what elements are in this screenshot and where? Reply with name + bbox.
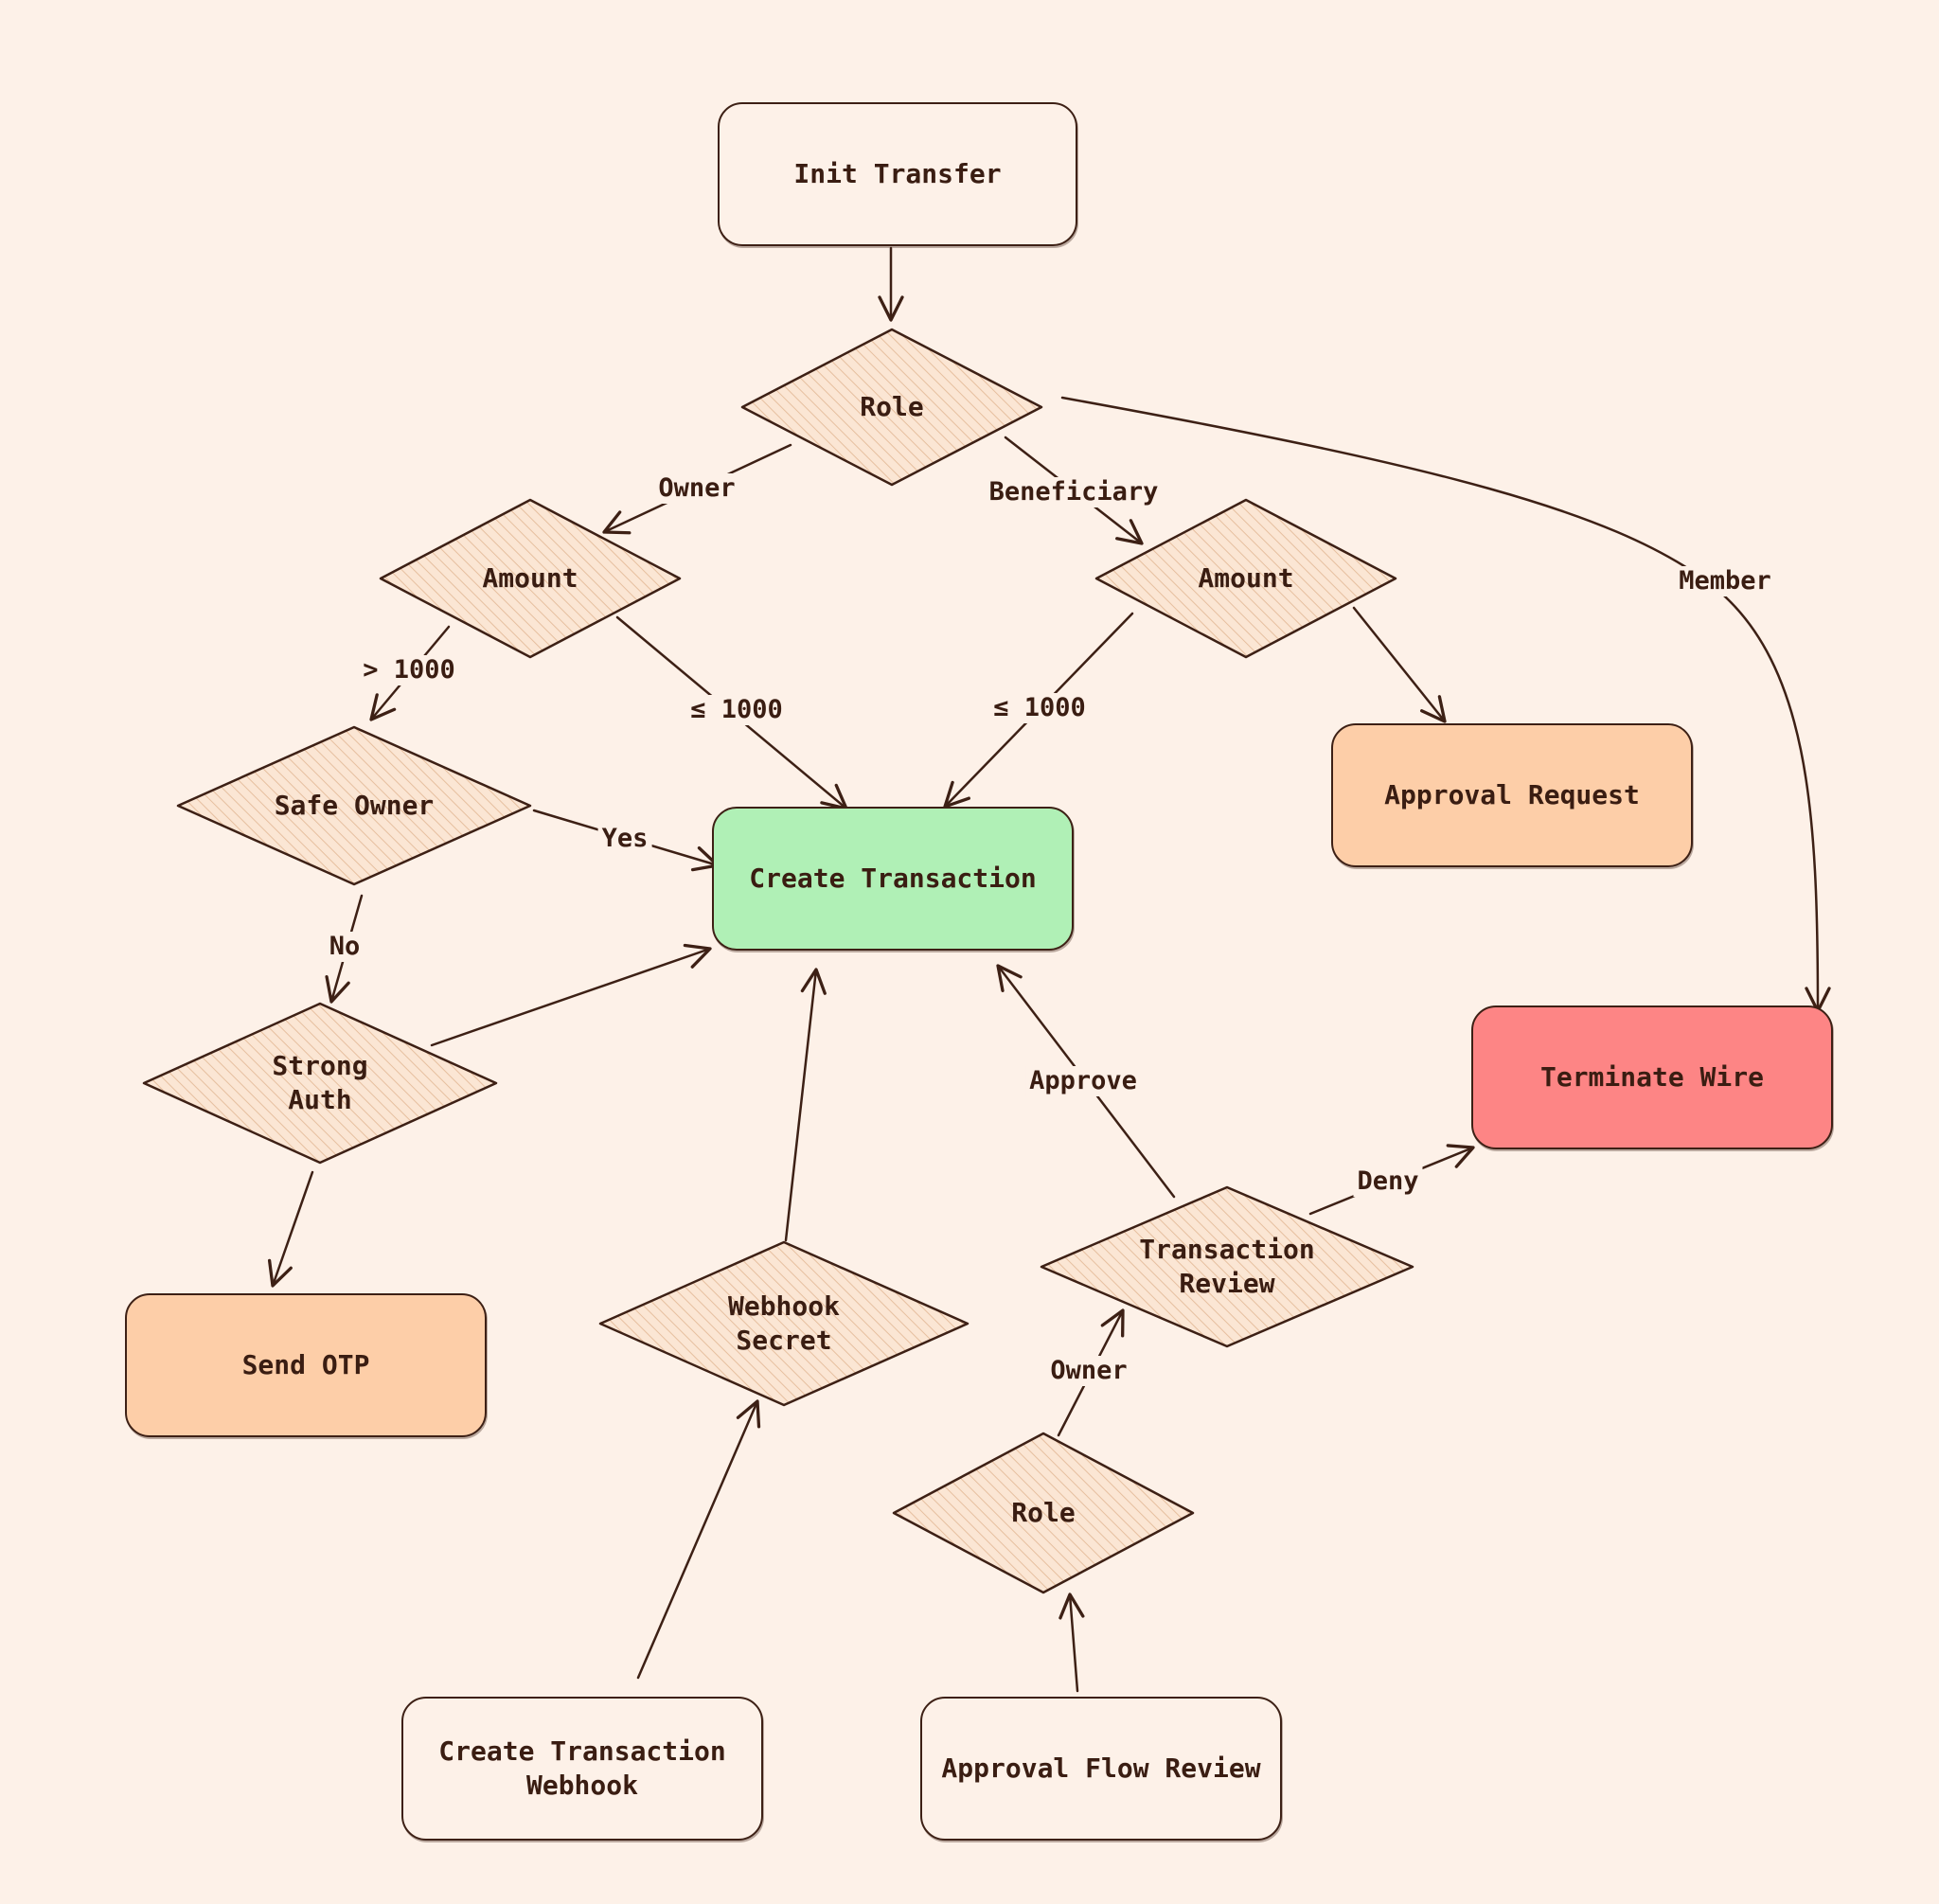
webhook-secret-diamond-shape[interactable] xyxy=(598,1240,970,1407)
role-bottom-diamond-shape[interactable] xyxy=(892,1432,1195,1594)
edge-label-gt-1000: > 1000 xyxy=(359,655,459,685)
create-transaction-webhook-node[interactable]: Create Transaction Webhook xyxy=(401,1697,763,1841)
terminate-wire-node[interactable]: Terminate Wire xyxy=(1471,1005,1833,1149)
init-transfer-node[interactable]: Init Transfer xyxy=(718,102,1077,246)
edge-label-le-1000-left: ≤ 1000 xyxy=(686,695,787,725)
edge-label-member: Member xyxy=(1675,566,1775,596)
edge-label-owner-bottom: Owner xyxy=(1046,1356,1131,1386)
edge-label-no: No xyxy=(325,932,365,962)
edge-label-owner-top: Owner xyxy=(654,473,739,504)
edge-approval-flow-to-role-bottom xyxy=(1058,1593,1085,1693)
edge-strong-auth-to-send-otp xyxy=(267,1170,314,1288)
edge-label-approve: Approve xyxy=(1025,1066,1141,1096)
edge-label-deny: Deny xyxy=(1353,1166,1423,1197)
edge-webhook-secret-to-create xyxy=(784,968,827,1242)
approval-flow-review-node[interactable]: Approval Flow Review xyxy=(920,1697,1282,1841)
transaction-review-diamond-shape[interactable] xyxy=(1040,1185,1414,1348)
edge-label-beneficiary: Beneficiary xyxy=(985,477,1163,507)
amount-left-diamond-shape[interactable] xyxy=(379,498,682,659)
edge-amount-right-to-approval xyxy=(1352,606,1447,723)
edge-role-to-terminate xyxy=(1060,396,1831,1013)
send-otp-node[interactable]: Send OTP xyxy=(125,1293,487,1437)
edge-strong-auth-to-create xyxy=(430,943,712,1047)
safe-owner-diamond-shape[interactable] xyxy=(176,725,532,886)
approval-request-node[interactable]: Approval Request xyxy=(1331,723,1693,867)
edge-label-yes: Yes xyxy=(597,824,652,854)
strong-auth-diamond-shape[interactable] xyxy=(142,1002,498,1165)
create-transaction-node[interactable]: Create Transaction xyxy=(712,807,1074,951)
role-top-diamond-shape[interactable] xyxy=(740,328,1043,487)
edge-webhook-to-webhook-secret xyxy=(636,1399,761,1680)
amount-right-diamond-shape[interactable] xyxy=(1094,498,1397,659)
edge-label-le-1000-right: ≤ 1000 xyxy=(989,693,1090,723)
